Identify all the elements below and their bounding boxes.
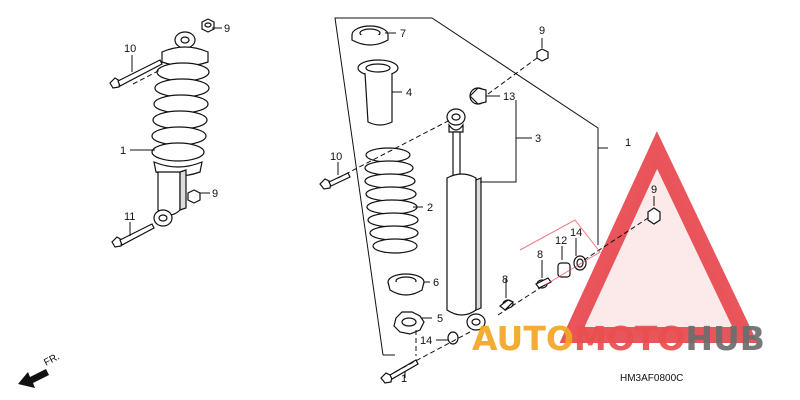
callout-5: 5 xyxy=(437,313,443,325)
callout-1-bottom: 1 xyxy=(401,373,407,385)
highlight-bracket xyxy=(519,219,601,286)
part-6-lower-seat xyxy=(387,273,425,296)
nut-top-left xyxy=(201,18,215,33)
part-7-seat-ring xyxy=(351,25,389,46)
part-9-nut-top xyxy=(536,48,549,62)
callout-14-lower: 14 xyxy=(420,335,432,347)
dashed-assembly-lines xyxy=(132,57,649,373)
bolt-bottom-left xyxy=(111,223,155,248)
callout-10-right: 10 xyxy=(330,151,342,163)
callout-6: 6 xyxy=(433,277,439,289)
exploded-parts xyxy=(319,25,661,384)
callout-4: 4 xyxy=(406,87,412,99)
bolt-top-left xyxy=(109,59,163,89)
watermark-part-hub: HUB xyxy=(685,319,765,358)
callout-2: 2 xyxy=(427,202,433,214)
assembled-spring xyxy=(151,62,210,162)
part-13-bushing xyxy=(469,87,487,105)
leader-lines-right xyxy=(337,32,655,378)
part-14-seal xyxy=(573,255,587,271)
front-direction-arrow: FR. xyxy=(18,351,62,388)
part-3-damper xyxy=(446,108,486,331)
part-1-bolt-bottom xyxy=(380,359,419,384)
part-5-adjuster xyxy=(393,311,425,335)
nut-bottom-left xyxy=(187,189,201,204)
part-12-bushing xyxy=(557,262,571,278)
watermark-text: AUTOMOTOHUB xyxy=(472,319,765,358)
part-4-sleeve xyxy=(357,59,399,126)
callout-3: 3 xyxy=(535,133,541,145)
callout-7: 7 xyxy=(400,28,406,40)
leader-lines-left xyxy=(129,27,222,236)
watermark-part-auto: AUTO xyxy=(472,319,574,358)
watermark-logo-triangle xyxy=(559,131,758,343)
callout-1-left: 1 xyxy=(120,145,126,157)
part-8-collar-upper xyxy=(499,299,515,311)
svg-text:AUTOMOTOHUB: AUTOMOTOHUB xyxy=(472,319,765,358)
callout-9-top-left: 9 xyxy=(224,23,230,35)
part-9-nut-right xyxy=(647,207,661,225)
watermark-part-moto: MOTO xyxy=(574,319,685,358)
exploded-frame-lines xyxy=(334,17,599,356)
part-2-spring xyxy=(364,147,419,254)
callout-1-right: 1 xyxy=(625,137,631,149)
callout-13: 13 xyxy=(503,91,515,103)
callout-labels: 1 9 10 9 11 7 4 10 2 6 5 14 1 9 13 3 1 9… xyxy=(120,23,657,385)
part-10-bolt xyxy=(319,172,351,190)
callout-9-top-right: 9 xyxy=(539,25,545,37)
callout-12: 12 xyxy=(555,235,567,247)
callout-9-bottom-left: 9 xyxy=(212,188,218,200)
part-14-seal-lower xyxy=(447,331,459,345)
callout-14-right: 14 xyxy=(570,227,582,239)
callout-10-left: 10 xyxy=(124,43,136,55)
front-label: FR. xyxy=(42,351,61,368)
diagram-code: HM3AF0800C xyxy=(620,373,683,384)
callout-11: 11 xyxy=(124,211,135,223)
callout-8-center: 8 xyxy=(502,274,508,286)
callout-9-right: 9 xyxy=(651,184,657,196)
callout-8-right: 8 xyxy=(537,249,543,261)
